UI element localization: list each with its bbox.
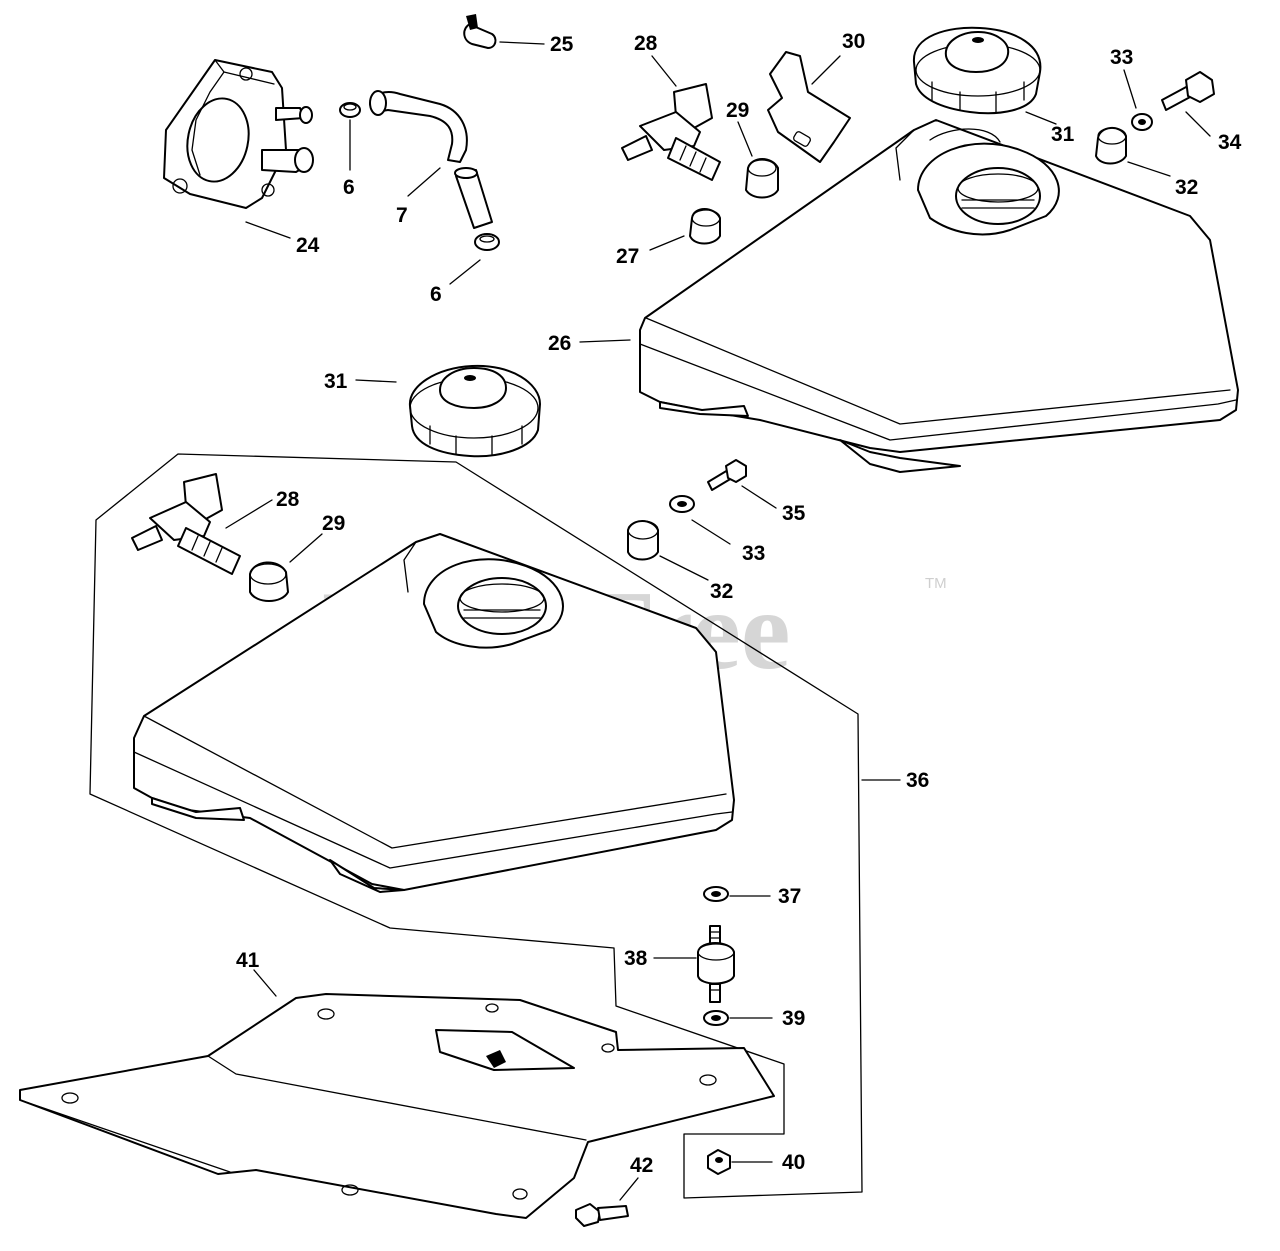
fuel-tank-assembly-part-36	[133, 533, 735, 893]
callout-6-upper: 6	[343, 176, 355, 199]
vibration-mount-part-38	[697, 925, 735, 1003]
fuel-tank-part-26	[639, 119, 1239, 473]
fuel-cap-part-31-lower	[408, 364, 541, 458]
shutoff-valve-part-28-lower	[131, 473, 241, 575]
callout-labels: 25 24 6 7 6 28 29 30 27 31 33 34 32 26 3…	[236, 30, 1242, 1177]
hose-clamp-part-6-upper	[339, 102, 361, 171]
callout-35: 35	[782, 502, 806, 525]
callout-34: 34	[1218, 131, 1242, 154]
watermark-trademark: TM	[925, 575, 947, 592]
callout-37: 37	[778, 885, 801, 908]
washer-part-33-upper	[1131, 113, 1153, 131]
spacer-part-32-upper	[1095, 127, 1127, 165]
callout-27: 27	[616, 245, 639, 268]
fuel-hose-part-7	[369, 90, 493, 229]
bracket-part-30	[767, 51, 851, 163]
nut-part-39	[703, 1010, 729, 1026]
grommet-part-29-upper	[745, 158, 779, 199]
nut-part-37	[703, 886, 729, 902]
bolt-part-42	[575, 1203, 629, 1227]
grommet-part-29-lower	[249, 561, 289, 602]
washer-part-33-lower	[669, 495, 695, 513]
fuel-cap-part-31-upper	[912, 26, 1042, 115]
callout-32-lower: 32	[710, 580, 733, 603]
callout-7: 7	[396, 204, 408, 227]
callout-39: 39	[782, 1007, 805, 1030]
assembly-outline-part-36	[89, 453, 863, 1199]
callout-24: 24	[296, 234, 320, 257]
callout-31-lower: 31	[324, 370, 348, 393]
callout-42: 42	[630, 1154, 653, 1177]
callout-28-lower: 28	[276, 488, 300, 511]
callout-40: 40	[782, 1151, 805, 1174]
callout-32-upper: 32	[1175, 176, 1198, 199]
hose-clamp-part-6-lower	[474, 233, 500, 251]
callout-31-upper: 31	[1051, 123, 1075, 146]
callout-25: 25	[550, 33, 574, 56]
callout-33-lower: 33	[742, 542, 765, 565]
fuel-pump-part-24	[163, 59, 314, 209]
callout-6-lower: 6	[430, 283, 442, 306]
bolt-part-35	[707, 459, 747, 491]
callout-33-upper: 33	[1110, 46, 1133, 69]
grommet-part-27	[689, 208, 721, 245]
bolt-part-34	[1161, 71, 1215, 111]
callout-29-lower: 29	[322, 512, 345, 535]
callout-38: 38	[624, 947, 648, 970]
nut-part-40	[707, 1149, 731, 1175]
callout-36: 36	[906, 769, 929, 792]
mounting-plate-part-41	[19, 993, 775, 1219]
callout-30: 30	[842, 30, 865, 53]
callout-41: 41	[236, 949, 260, 972]
spacer-part-32-lower	[627, 520, 659, 561]
clip-part-25	[463, 14, 497, 49]
callout-28-upper: 28	[634, 32, 658, 55]
callout-29-upper: 29	[726, 99, 749, 122]
shutoff-valve-part-28-upper	[621, 83, 721, 181]
callout-26: 26	[548, 332, 571, 355]
